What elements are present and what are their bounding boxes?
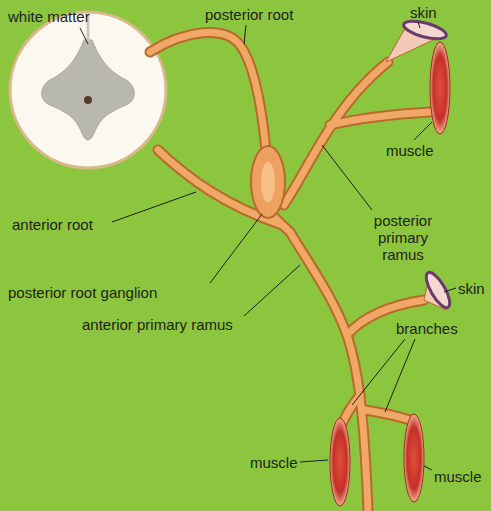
part-label: posterior root [205, 6, 293, 23]
part-label: posterior primary ramus [360, 212, 446, 263]
muscle-fibre [330, 418, 350, 506]
part-label: anterior primary ramus [82, 316, 233, 333]
ganglion [251, 146, 285, 218]
ganglion-highlight [261, 162, 275, 202]
leader-lines [80, 22, 456, 470]
part-label: muscle [386, 142, 434, 159]
part-label: skin [410, 4, 437, 21]
spinal-cord [10, 12, 166, 168]
part-label: skin [458, 280, 485, 297]
muscle-fibre [430, 42, 450, 134]
part-label: white matter [8, 8, 90, 25]
part-label: posterior root ganglion [8, 284, 157, 301]
muscle-fibre [404, 414, 424, 502]
part-label: branches [396, 320, 458, 337]
part-label: anterior root [12, 216, 93, 233]
nerve-outline [150, 32, 430, 511]
part-label: muscle [250, 454, 298, 471]
part-label: muscle [434, 468, 482, 485]
